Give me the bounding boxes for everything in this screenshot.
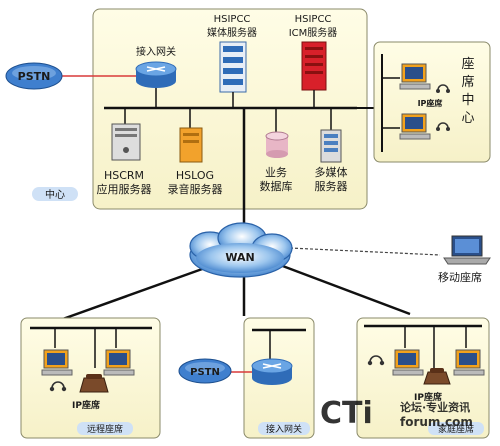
business-db-label-2: 数据库 [260, 179, 293, 193]
hsipcc-media-label-2: 媒体服务器 [207, 26, 257, 39]
hscrm-label-1: HSCRM [104, 169, 144, 182]
remote-pc-2-icon [103, 349, 135, 376]
access-zone-tag-label: 接入网关 [266, 423, 302, 435]
remote-seat-tag-label: 远程座席 [87, 423, 123, 435]
mobile-seat-laptop-icon [443, 235, 491, 265]
remote-headset-icon [49, 381, 67, 392]
remote-seat-tag [77, 422, 133, 435]
wan-cloud-icon [189, 222, 293, 278]
home-seat-box [356, 317, 490, 439]
access-pstn-label: PSTN [190, 367, 220, 378]
media-server-icon [219, 41, 247, 93]
center-tag [32, 187, 78, 201]
seat-center-headset-1-icon [436, 84, 450, 93]
home-headset-icon [367, 355, 385, 366]
hslog-label-1: HSLOG [176, 169, 214, 182]
hscrm-label-2: 应用服务器 [97, 182, 152, 196]
watermark-line2: forum.com [400, 415, 473, 429]
access-router-icon [251, 358, 293, 385]
seat-center-title-2: 席 [461, 74, 474, 90]
cti-forum-watermark: CTi 论坛·专业资讯 forum.com [320, 396, 473, 431]
wan-to-home [279, 263, 411, 316]
home-phone-icon [423, 368, 451, 385]
home-pc-1-icon [392, 349, 424, 376]
seat-center-title-3: 中 [461, 93, 474, 108]
pstn-label: PSTN [18, 70, 51, 83]
hslog-label-2: 录音服务器 [168, 182, 223, 196]
hscrm-server-icon [111, 123, 141, 161]
access-zone-tag [258, 422, 310, 435]
center-tag-label: 中心 [45, 188, 65, 201]
wan-to-mobile [289, 247, 441, 256]
remote-phone-icon [79, 374, 109, 393]
remote-ip-seat-label: IP座席 [72, 399, 100, 411]
remote-pc-1-icon [41, 349, 73, 376]
seat-center-pc-1-icon [399, 63, 431, 90]
icm-server-icon [301, 41, 327, 91]
seat-center-title-1: 座 [461, 57, 474, 72]
access-pstn-cloud-icon [178, 358, 232, 384]
pstn-cloud-icon: PSTN [5, 62, 63, 90]
access-gateway-label: 接入网关 [136, 45, 176, 58]
business-db-label-1: 业务 [265, 166, 287, 179]
multimedia-label-1: 多媒体 [315, 165, 348, 179]
wan-label: WAN [225, 251, 254, 264]
seat-center-title-4: 心 [461, 111, 474, 126]
home-seat-tag [428, 422, 484, 435]
wan-to-remote [59, 266, 206, 322]
mobile-seat-label: 移动座席 [438, 270, 482, 284]
multimedia-server-icon [320, 129, 342, 163]
multimedia-label-2: 服务器 [315, 180, 348, 193]
watermark-brand: CTi [320, 396, 373, 431]
home-pc-2-icon [453, 349, 485, 376]
watermark-line1: 论坛·专业资讯 [400, 400, 470, 414]
hsipcc-icm-label-1: HSIPCC [295, 14, 332, 25]
seat-center-pc-2-icon [399, 113, 431, 140]
hsipcc-media-label-1: HSIPCC [214, 14, 251, 25]
seat-center-headset-2-icon [436, 122, 450, 131]
hslog-server-icon [179, 127, 203, 163]
home-ip-seat-label: IP座席 [414, 391, 442, 403]
access-gateway-router-icon [135, 61, 177, 88]
seat-center-ip-seat-label: IP座席 [418, 98, 443, 108]
hsipcc-icm-label-2: ICM服务器 [289, 26, 338, 39]
business-database-icon [265, 131, 289, 158]
home-seat-tag-label: 家庭座席 [438, 423, 474, 435]
